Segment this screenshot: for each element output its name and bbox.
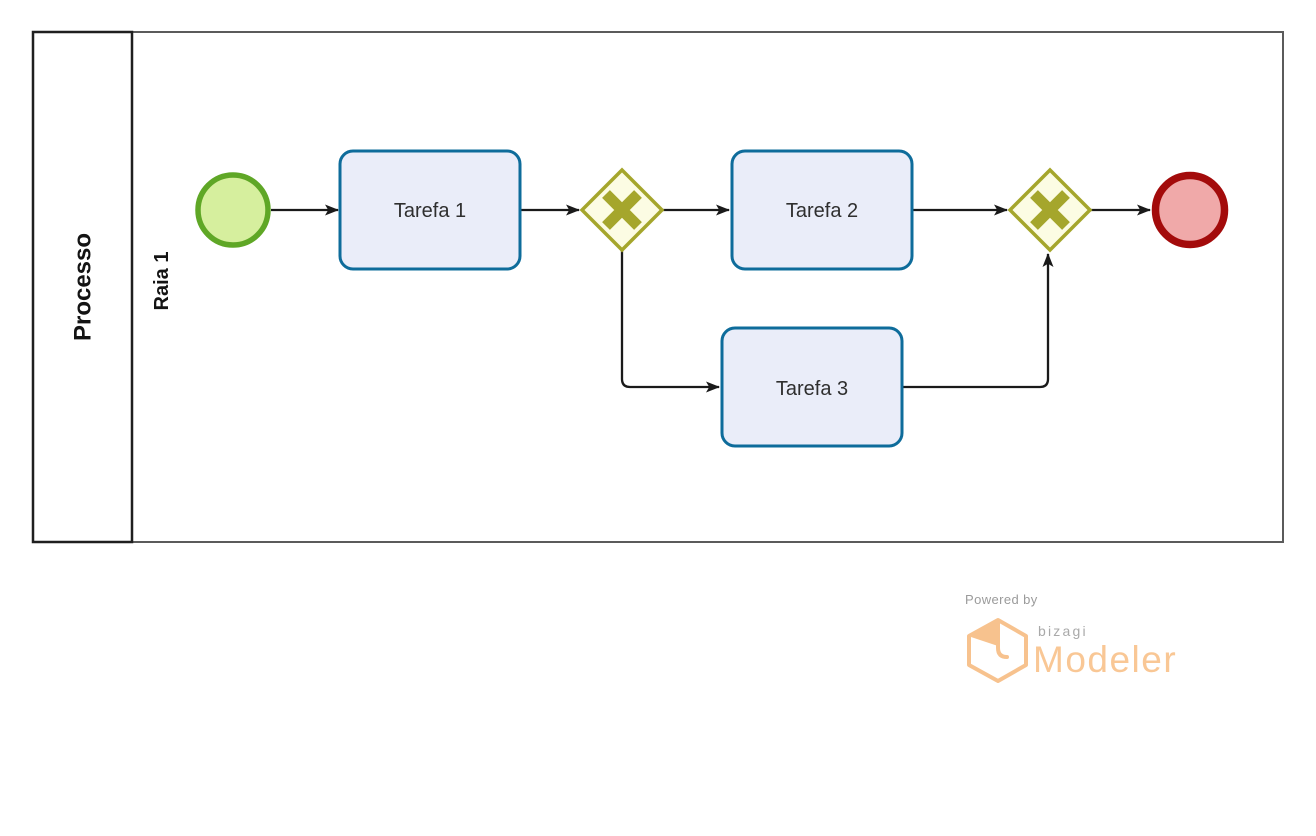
task-tarefa-3[interactable]: Tarefa 3 <box>720 326 904 448</box>
gateway-x-icon <box>1030 190 1070 230</box>
process-pool[interactable]: Processo Raia 1 <box>31 30 1284 544</box>
pool-label: Processo <box>69 233 96 341</box>
sequence-flow-task3-to-gateway2[interactable] <box>902 253 1054 389</box>
gateway-x-icon <box>602 190 642 230</box>
exclusive-gateway-2[interactable] <box>1007 167 1093 253</box>
lane-label: Raia 1 <box>151 252 173 311</box>
task-tarefa-1-label: Tarefa 1 <box>394 200 466 222</box>
bizagi-logo-icon <box>967 618 1028 683</box>
task-tarefa-2-shape[interactable] <box>730 149 914 271</box>
task-tarefa-1[interactable]: Tarefa 1 <box>338 149 522 271</box>
pool-header[interactable] <box>31 30 134 544</box>
exclusive-gateway-1[interactable] <box>579 167 665 253</box>
end-event[interactable] <box>1151 171 1229 249</box>
task-tarefa-1-shape[interactable] <box>338 149 522 271</box>
powered-by-label: Powered by <box>965 592 1038 607</box>
task-tarefa-3-shape[interactable] <box>720 326 904 448</box>
lane-raia-1[interactable] <box>131 31 1284 543</box>
bizagi-modeler-watermark: Powered by bizagi Modeler <box>965 592 1177 683</box>
sequence-flows <box>271 204 1151 393</box>
task-tarefa-2[interactable]: Tarefa 2 <box>730 149 914 271</box>
sequence-flow-gateway1-to-task3[interactable] <box>620 250 720 393</box>
task-tarefa-2-label: Tarefa 2 <box>786 200 858 222</box>
bizagi-wordmark: bizagi <box>1038 623 1088 639</box>
task-tarefa-3-label: Tarefa 3 <box>776 378 848 400</box>
modeler-wordmark: Modeler <box>1033 639 1177 680</box>
start-event[interactable] <box>195 172 271 248</box>
